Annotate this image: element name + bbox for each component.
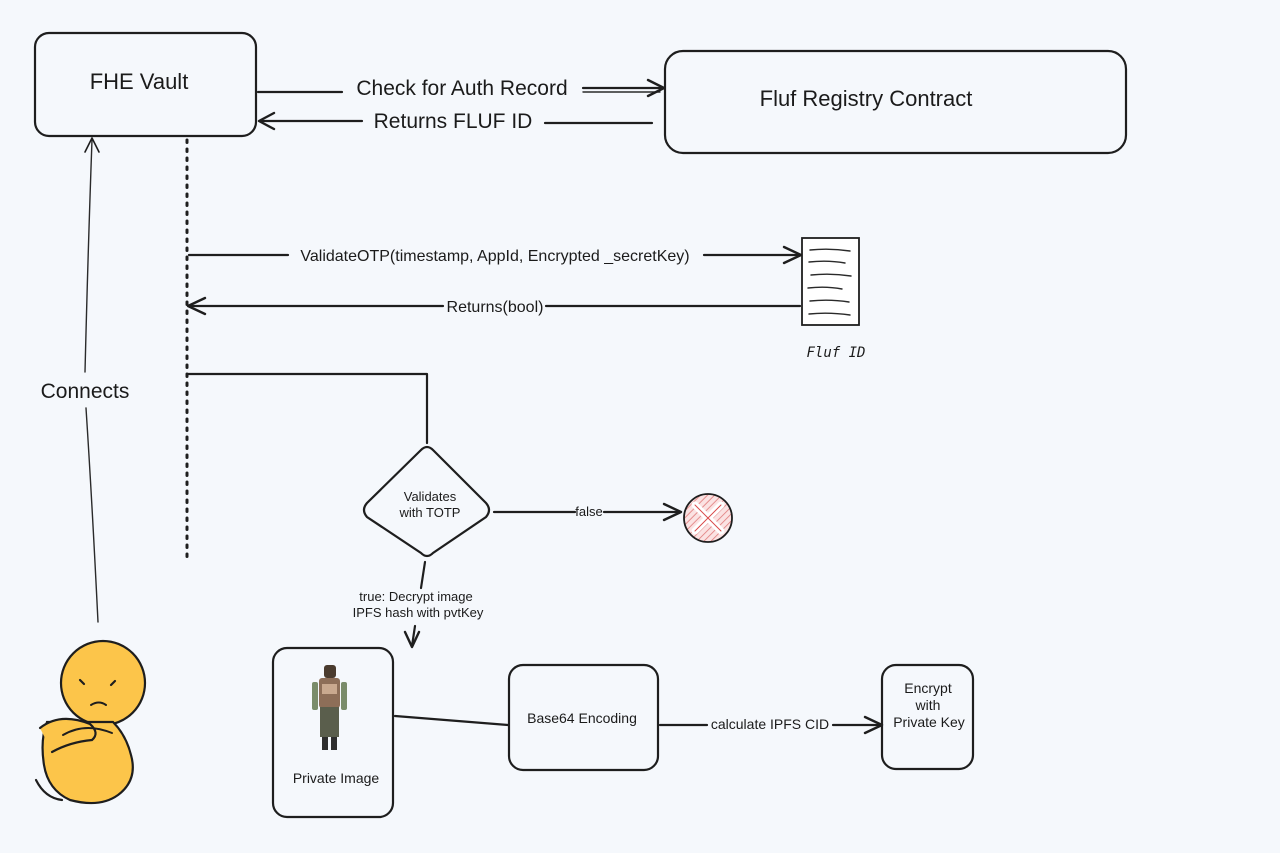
validate-totp-line1: Validates [404,489,457,504]
fluf-registry-node: Fluf Registry Contract [663,49,1128,155]
fluf-id-label: Fluf ID [806,345,865,361]
encrypt-label-line1: Encrypt [904,680,952,696]
encrypt-label-line3: Private Key [893,714,965,730]
true-label-line2: IPFS hash with pvtKey [353,605,484,620]
character-figure-icon [312,665,347,750]
fluf-registry-label: Fluf Registry Contract [760,86,973,111]
sad-person-icon [34,639,147,805]
validate-otp-edge: ValidateOTP(timestamp, AppId, Encrypted … [187,245,803,265]
x-circle-icon [683,493,733,543]
fhe-vault-label: FHE Vault [90,69,189,94]
false-label: false [575,504,602,519]
returns-bool-label: Returns(bool) [447,299,544,316]
fhe-vault-node: FHE Vault [33,31,258,138]
base64-encoding-node: Base64 Encoding [507,663,660,772]
document-icon [801,237,860,326]
false-edge: false [492,502,683,522]
true-edge: true: Decrypt image IPFS hash with pvtKe… [353,560,484,649]
returns-bool-edge: Returns(bool) [186,296,802,316]
private-image-node: Private Image [271,646,395,819]
connects-edge: Connects [41,137,130,623]
validate-totp-node: Validates with TOTP [362,445,491,558]
returns-fluf-id-edge: Returns FLUF ID [257,110,654,133]
true-label-line1: true: Decrypt image [359,589,472,604]
calculate-cid-label: calculate IPFS CID [711,716,829,732]
connects-label: Connects [41,380,130,403]
encrypt-node: Encrypt with Private Key [880,663,975,771]
image-to-base64-edge [393,714,510,727]
returns-fluf-id-label: Returns FLUF ID [374,110,533,133]
encrypt-label-line2: with [915,697,941,713]
private-image-label: Private Image [293,770,380,786]
check-auth-edge: Check for Auth Record [256,77,666,100]
validate-totp-line2: with TOTP [399,505,461,520]
base64-encoding-label: Base64 Encoding [527,710,637,726]
lifeline-to-validate-edge [186,372,429,445]
check-auth-label: Check for Auth Record [356,77,567,100]
calculate-cid-edge: calculate IPFS CID [658,715,884,735]
validate-otp-label: ValidateOTP(timestamp, AppId, Encrypted … [300,248,689,265]
